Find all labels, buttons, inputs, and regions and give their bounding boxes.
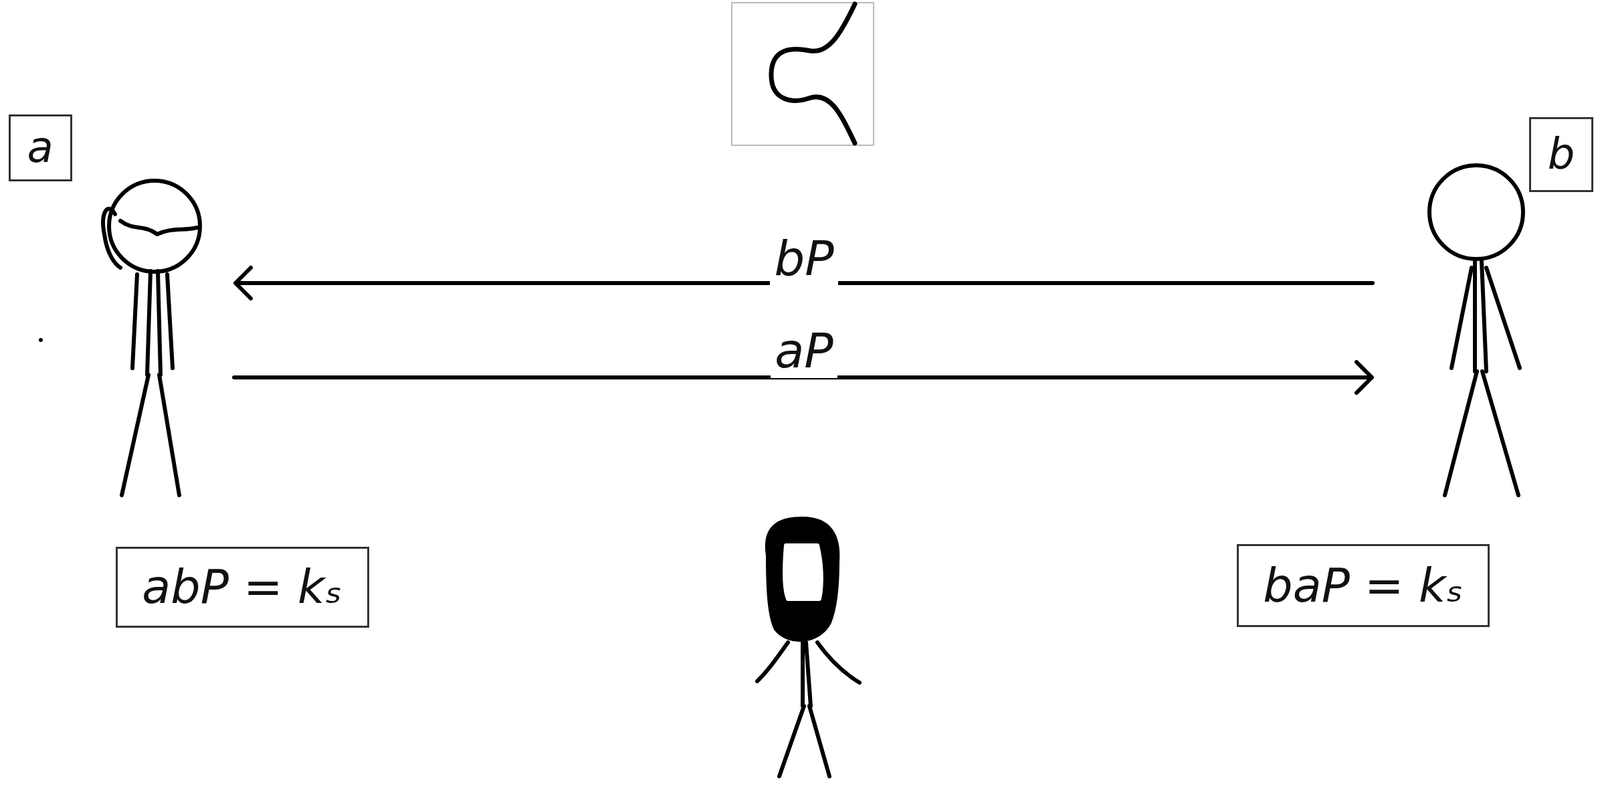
eve-figure bbox=[757, 518, 860, 776]
box-label: b bbox=[1547, 129, 1576, 180]
box-label: baP = kₛ bbox=[1262, 558, 1463, 613]
box-label: abP = kₛ bbox=[141, 559, 342, 615]
box-label: a bbox=[26, 123, 53, 173]
alice-figure bbox=[103, 180, 200, 495]
label-box: baP = kₛ bbox=[1236, 543, 1490, 627]
label-box: abP = kₛ bbox=[115, 546, 370, 628]
arrow-label: bP bbox=[769, 230, 838, 287]
arrow-head bbox=[1356, 361, 1372, 393]
arrow-head bbox=[235, 267, 251, 299]
arrow-label: aP bbox=[770, 323, 838, 379]
bob-figure bbox=[1429, 165, 1524, 495]
stray-dot bbox=[38, 337, 43, 342]
label-box: a bbox=[8, 114, 73, 182]
curve-icon-frame bbox=[731, 2, 874, 146]
label-box: b bbox=[1529, 117, 1594, 192]
elliptic-curve-icon bbox=[771, 4, 855, 144]
